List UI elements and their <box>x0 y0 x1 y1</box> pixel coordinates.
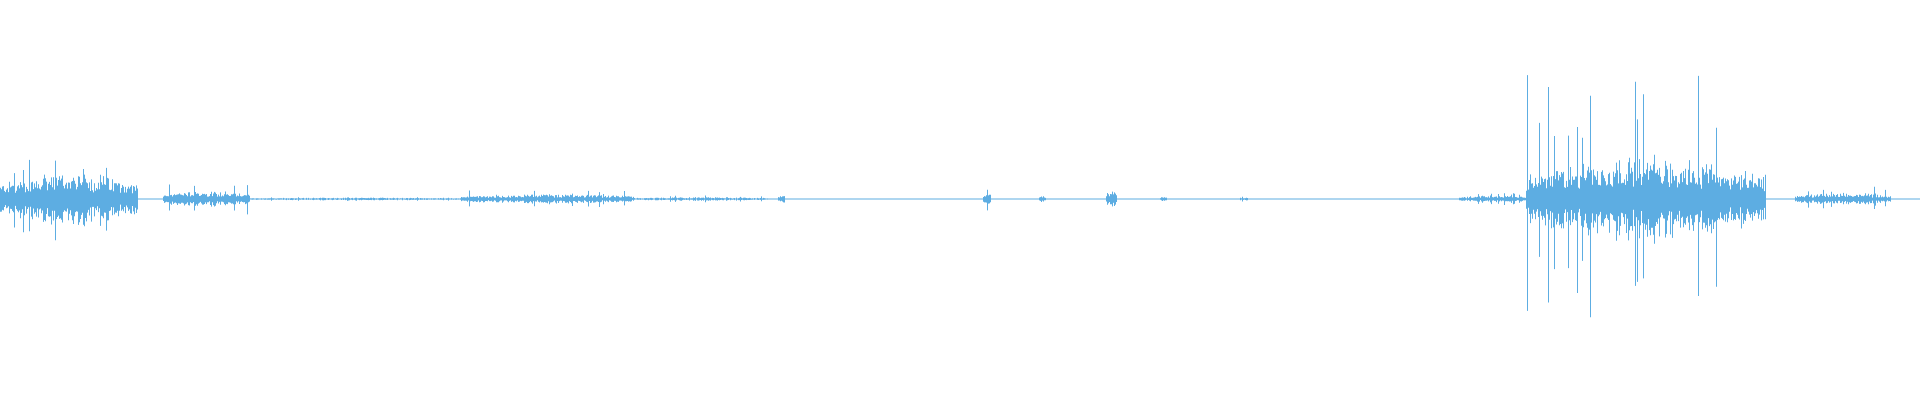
waveform-bars <box>0 75 1891 318</box>
waveform-path <box>0 75 1891 318</box>
